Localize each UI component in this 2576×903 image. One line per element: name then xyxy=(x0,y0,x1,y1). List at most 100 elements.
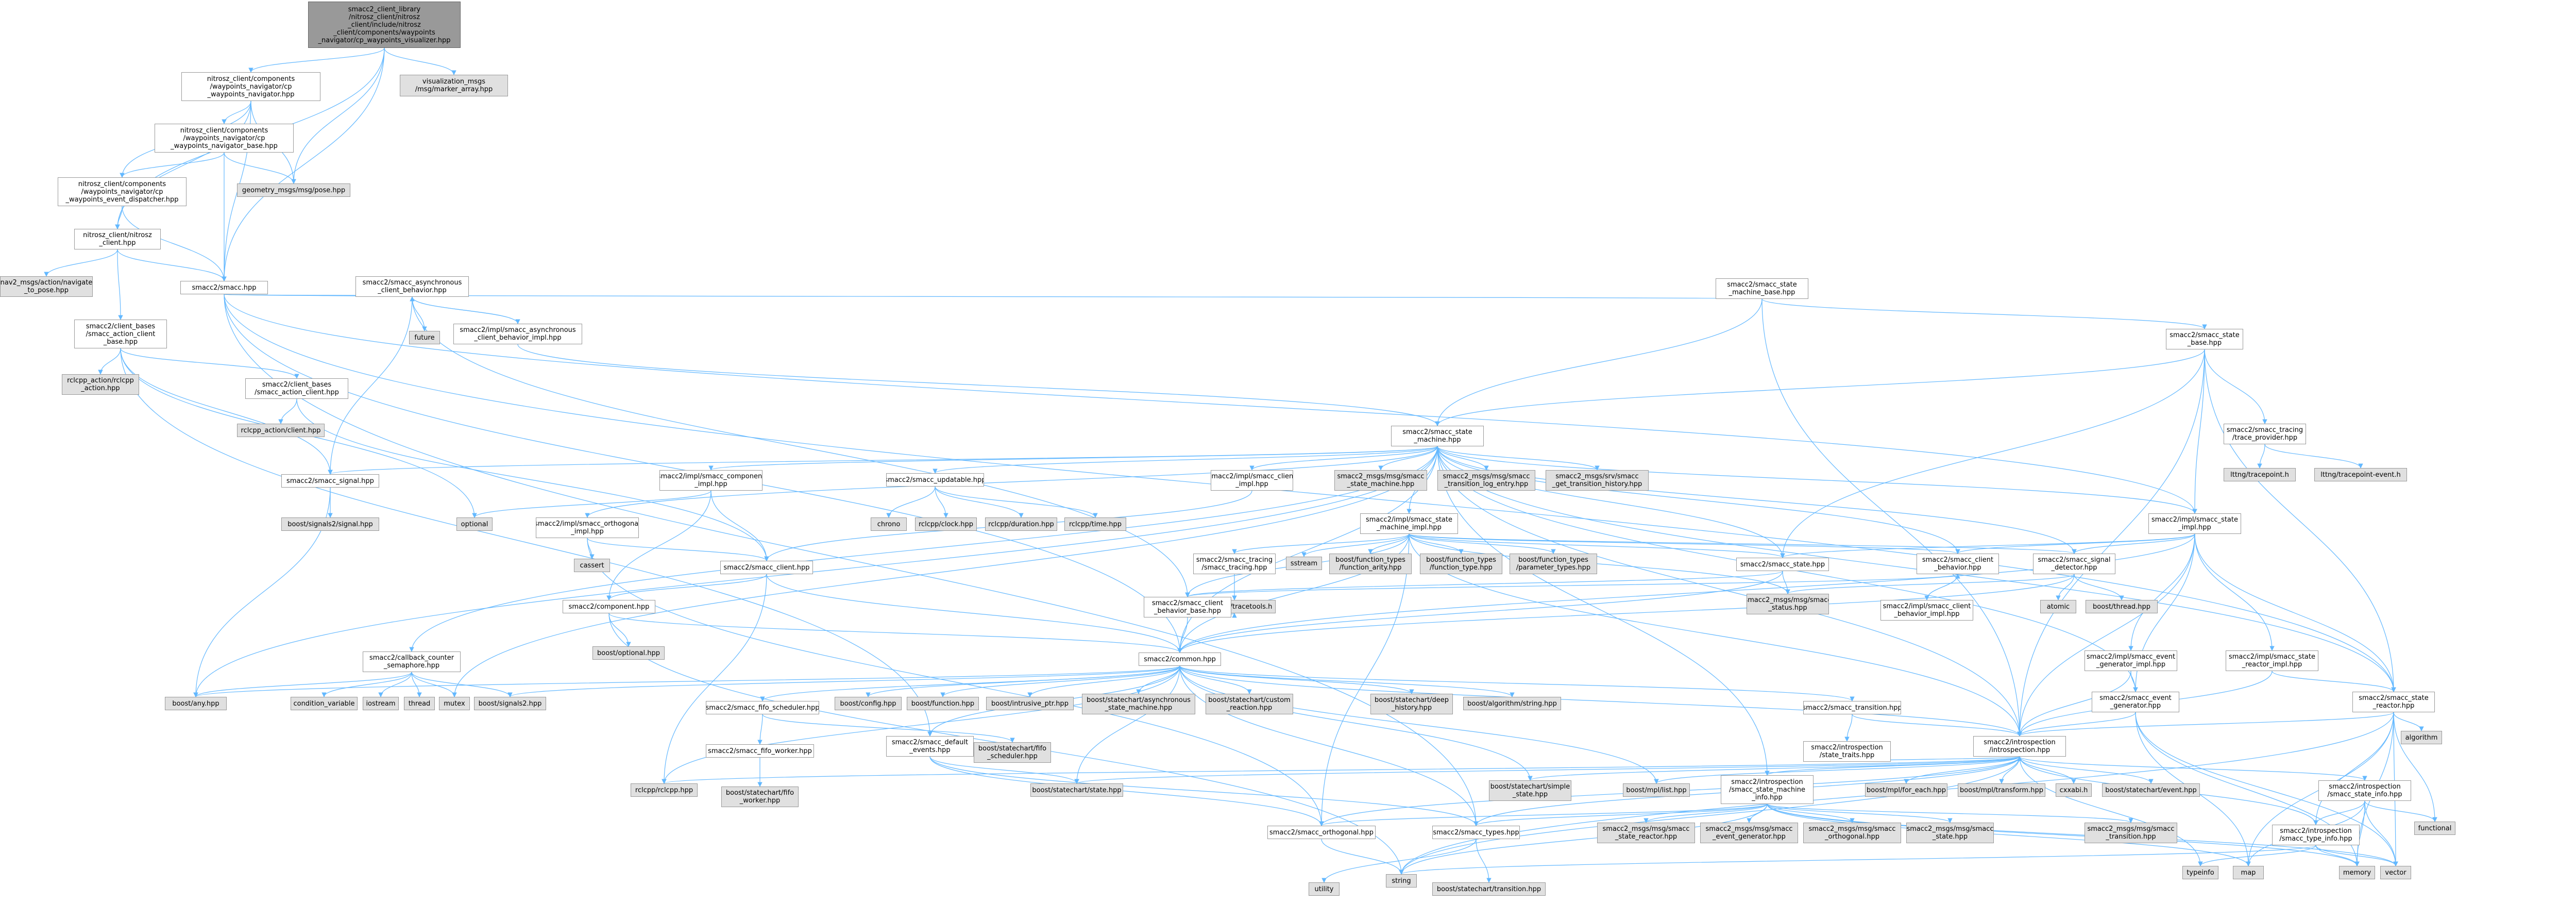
node-smacc-tracing-trace-provider[interactable]: smacc2/smacc_tracing /trace_provider.hpp xyxy=(2224,424,2306,444)
node-lttng-tracepoint-event[interactable]: lttng/tracepoint-event.h xyxy=(2314,468,2407,481)
node-rclcpp-time[interactable]: rclcpp/time.hpp xyxy=(1064,517,1126,531)
node-boost-thread[interactable]: boost/thread.hpp xyxy=(2086,600,2158,613)
node-boost-statechart-transition[interactable]: boost/statechart/transition.hpp xyxy=(1432,882,1546,896)
node-cp-waypoints-event-dispatcher[interactable]: nitrosz_client/components /waypoints_nav… xyxy=(58,177,187,206)
node-smacc-msgs-event-generator[interactable]: smacc2_msgs/msg/smacc _event_generator.h… xyxy=(1700,823,1798,843)
node-string[interactable]: string xyxy=(1386,874,1417,888)
node-introspection[interactable]: smacc2/introspection /introspection.hpp xyxy=(1973,736,2066,757)
node-smacc-action-client[interactable]: smacc2/client_bases /smacc_action_client… xyxy=(245,378,348,399)
node-smacc-msgs-orthogonal[interactable]: smacc2_msgs/msg/smacc _orthogonal.hpp xyxy=(1803,823,1901,843)
node-functional[interactable]: functional xyxy=(2414,822,2455,835)
node-smacc-types[interactable]: smacc2/smacc_types.hpp xyxy=(1432,826,1520,839)
node-common[interactable]: smacc2/common.hpp xyxy=(1139,653,1221,666)
node-smacc-action-client-base[interactable]: smacc2/client_bases /smacc_action_client… xyxy=(74,320,167,348)
node-boost-intrusive-ptr[interactable]: boost/intrusive_ptr.hpp xyxy=(986,697,1074,710)
node-smacc-fifo-worker[interactable]: smacc2/smacc_fifo_worker.hpp xyxy=(706,744,814,758)
node-mutex[interactable]: mutex xyxy=(439,697,470,710)
node-smacc-tracing[interactable]: smacc2/smacc_tracing /smacc_tracing.hpp xyxy=(1193,554,1276,574)
node-smacc-msgs-transition-log-entry[interactable]: smacc2_msgs/msg/smacc _transition_log_en… xyxy=(1437,470,1535,491)
node-boost-config[interactable]: boost/config.hpp xyxy=(835,697,902,710)
node-smacc-signal[interactable]: smacc2/smacc_signal.hpp xyxy=(281,474,379,488)
node-boost-function[interactable]: boost/function.hpp xyxy=(907,697,979,710)
node-callback-counter-semaphore[interactable]: smacc2/callback_counter _semaphore.hpp xyxy=(363,651,461,672)
node-boost-statechart-event[interactable]: boost/statechart/event.hpp xyxy=(2102,783,2200,797)
node-smacc-state-machine[interactable]: smacc2/smacc_state _machine.hpp xyxy=(1391,426,1484,446)
node-rclcpp-action[interactable]: rclcpp_action/rclcpp _action.hpp xyxy=(62,374,139,395)
node-smacc-orthogonal-impl[interactable]: smacc2/impl/smacc_orthogonal _impl.hpp xyxy=(536,517,639,538)
node-algorithm[interactable]: algorithm xyxy=(2401,731,2442,744)
node-future[interactable]: future xyxy=(409,331,440,344)
node-boost-statechart-state[interactable]: boost/statechart/state.hpp xyxy=(1030,783,1123,797)
node-utility[interactable]: utility xyxy=(1309,882,1340,896)
node-lttng-tracepoint[interactable]: lttng/tracepoint.h xyxy=(2224,468,2296,481)
node-smacc-signal-detector[interactable]: smacc2/smacc_signal _detector.hpp xyxy=(2033,554,2115,574)
node-smacc-hpp[interactable]: smacc2/smacc.hpp xyxy=(180,281,268,294)
node-boost-mpl-list[interactable]: boost/mpl/list.hpp xyxy=(1623,783,1690,797)
node-cp-waypoints-navigator[interactable]: nitrosz_client/components /waypoints_nav… xyxy=(181,72,320,101)
node-smacc-client-impl[interactable]: smacc2/impl/smacc_client _impl.hpp xyxy=(1211,470,1293,491)
node-smacc-state-machine-info[interactable]: smacc2/introspection /smacc_state_machin… xyxy=(1721,775,1814,804)
node-condition-variable[interactable]: condition_variable xyxy=(291,697,358,710)
node-smacc-client-behavior-impl[interactable]: smacc2/impl/smacc_client _behavior_impl.… xyxy=(1880,600,1973,621)
node-boost-any[interactable]: boost/any.hpp xyxy=(165,697,227,710)
node-smacc-state-machine-base[interactable]: smacc2/smacc_state _machine_base.hpp xyxy=(1716,278,1808,299)
node-smacc-component[interactable]: smacc2/component.hpp xyxy=(563,600,655,613)
node-typeinfo[interactable]: typeinfo xyxy=(2182,866,2218,879)
node-rclcpp-rclcpp[interactable]: rclcpp/rclcpp.hpp xyxy=(631,783,698,797)
node-smacc-type-info[interactable]: smacc2/introspection /smacc_type_info.hp… xyxy=(2272,825,2360,845)
node-map[interactable]: map xyxy=(2233,866,2264,879)
node-boost-mpl-transform[interactable]: boost/mpl/transform.hpp xyxy=(1958,783,2045,797)
node-smacc-client-behavior-base[interactable]: smacc2/smacc_client _behavior_base.hpp xyxy=(1144,597,1231,617)
node-boost-fifo-worker[interactable]: boost/statechart/fifo _worker.hpp xyxy=(721,787,799,807)
node-smacc-state-info[interactable]: smacc2/introspection /smacc_state_info.h… xyxy=(2318,780,2411,801)
node-boost-fifo-scheduler[interactable]: boost/statechart/fifo _scheduler.hpp xyxy=(974,742,1051,763)
node-smacc-updatable[interactable]: smacc2/smacc_updatable.hpp xyxy=(886,473,984,487)
node-smacc-transition[interactable]: smacc2/smacc_transition.hpp xyxy=(1803,701,1901,714)
node-smacc-msgs-state-machine[interactable]: smacc2_msgs/msg/smacc _state_machine.hpp xyxy=(1334,470,1427,491)
node-smacc-state-reactor-impl[interactable]: smacc2/impl/smacc_state _reactor_impl.hp… xyxy=(2226,650,2318,671)
node-smacc-msgs-transition[interactable]: smacc2_msgs/msg/smacc _transition.hpp xyxy=(2084,823,2177,843)
node-iostream[interactable]: iostream xyxy=(363,697,399,710)
node-boost-mpl-for-each[interactable]: boost/mpl/for_each.hpp xyxy=(1865,783,1947,797)
node-function-type[interactable]: boost/function_types /function_type.hpp xyxy=(1420,554,1502,574)
node-boost-custom-reaction[interactable]: boost/statechart/custom _reaction.hpp xyxy=(1206,694,1293,714)
node-cp-waypoints-navigator-base[interactable]: nitrosz_client/components /waypoints_nav… xyxy=(155,124,294,153)
node-chrono[interactable]: chrono xyxy=(871,517,907,531)
node-optional[interactable]: optional xyxy=(456,517,493,531)
node-rclcpp-duration[interactable]: rclcpp/duration.hpp xyxy=(985,517,1057,531)
node-boost-asynchronous-state-machine[interactable]: boost/statechart/asynchronous _state_mac… xyxy=(1082,694,1195,714)
node-smacc-msgs-get-transition-history[interactable]: smacc2_msgs/srv/smacc _get_transition_hi… xyxy=(1546,470,1649,491)
node-memory[interactable]: memory xyxy=(2339,866,2375,879)
node-boost-deep-history[interactable]: boost/statechart/deep _history.hpp xyxy=(1370,694,1453,714)
node-smacc-state-machine-impl[interactable]: smacc2/impl/smacc_state _machine_impl.hp… xyxy=(1360,513,1458,534)
node-thread[interactable]: thread xyxy=(404,697,435,710)
node-smacc-default-events[interactable]: smacc2/smacc_default _events.hpp xyxy=(886,736,974,757)
node-smacc-state[interactable]: smacc2/smacc_state.hpp xyxy=(1736,558,1829,571)
node-smacc-orthogonal[interactable]: smacc2/smacc_orthogonal.hpp xyxy=(1267,826,1376,839)
node-nav2-navigate-to-pose[interactable]: nav2_msgs/action/navigate _to_pose.hpp xyxy=(0,276,93,297)
node-boost-signals2[interactable]: boost/signals2.hpp xyxy=(474,697,546,710)
node-smacc-state-reactor[interactable]: smacc2/smacc_state _reactor.hpp xyxy=(2352,692,2435,712)
node-smacc-msgs-status[interactable]: smacc2_msgs/msg/smacc _status.hpp xyxy=(1747,594,1829,614)
node-smacc-asynchronous-client-behavior[interactable]: smacc2/smacc_asynchronous _client_behavi… xyxy=(355,276,469,297)
node-boost-algorithm-string[interactable]: boost/algorithm/string.hpp xyxy=(1463,697,1561,710)
node-parameter-types[interactable]: boost/function_types /parameter_types.hp… xyxy=(1510,554,1597,574)
node-nitrosz-client[interactable]: nitrosz_client/nitrosz _client.hpp xyxy=(74,229,161,249)
node-boost-simple-state[interactable]: boost/statechart/simple _state.hpp xyxy=(1489,780,1571,801)
node-smacc-event-generator[interactable]: smacc2/smacc_event _generator.hpp xyxy=(2092,692,2179,712)
node-rclcpp-action-client[interactable]: rclcpp_action/client.hpp xyxy=(237,424,325,437)
node-smacc-state-impl[interactable]: smacc2/impl/smacc_state _impl.hpp xyxy=(2148,513,2241,534)
node-smacc-fifo-scheduler[interactable]: smacc2/smacc_fifo_scheduler.hpp xyxy=(706,701,819,714)
node-boost-signals2-signal[interactable]: boost/signals2/signal.hpp xyxy=(281,517,379,531)
node-function-arity[interactable]: boost/function_types /function_arity.hpp xyxy=(1329,554,1412,574)
node-smacc-asynchronous-client-behavior-impl[interactable]: smacc2/impl/smacc_asynchronous _client_b… xyxy=(453,324,582,344)
node-smacc-state-base[interactable]: smacc2/smacc_state _base.hpp xyxy=(2166,329,2243,349)
node-geometry-msgs-pose[interactable]: geometry_msgs/msg/pose.hpp xyxy=(237,183,350,197)
node-state-traits[interactable]: smacc2/introspection /state_traits.hpp xyxy=(1803,741,1891,762)
node-smacc-msgs-state[interactable]: smacc2_msgs/msg/smacc _state.hpp xyxy=(1906,823,1994,843)
node-boost-optional[interactable]: boost/optional.hpp xyxy=(592,646,665,660)
node-smacc-client-behavior[interactable]: smacc2/smacc_client _behavior.hpp xyxy=(1917,554,1999,574)
node-smacc-component-impl[interactable]: smacc2/impl/smacc_component _impl.hpp xyxy=(659,470,762,491)
node-vector[interactable]: vector xyxy=(2380,866,2411,879)
node-cxxabi[interactable]: cxxabi.h xyxy=(2056,783,2092,797)
